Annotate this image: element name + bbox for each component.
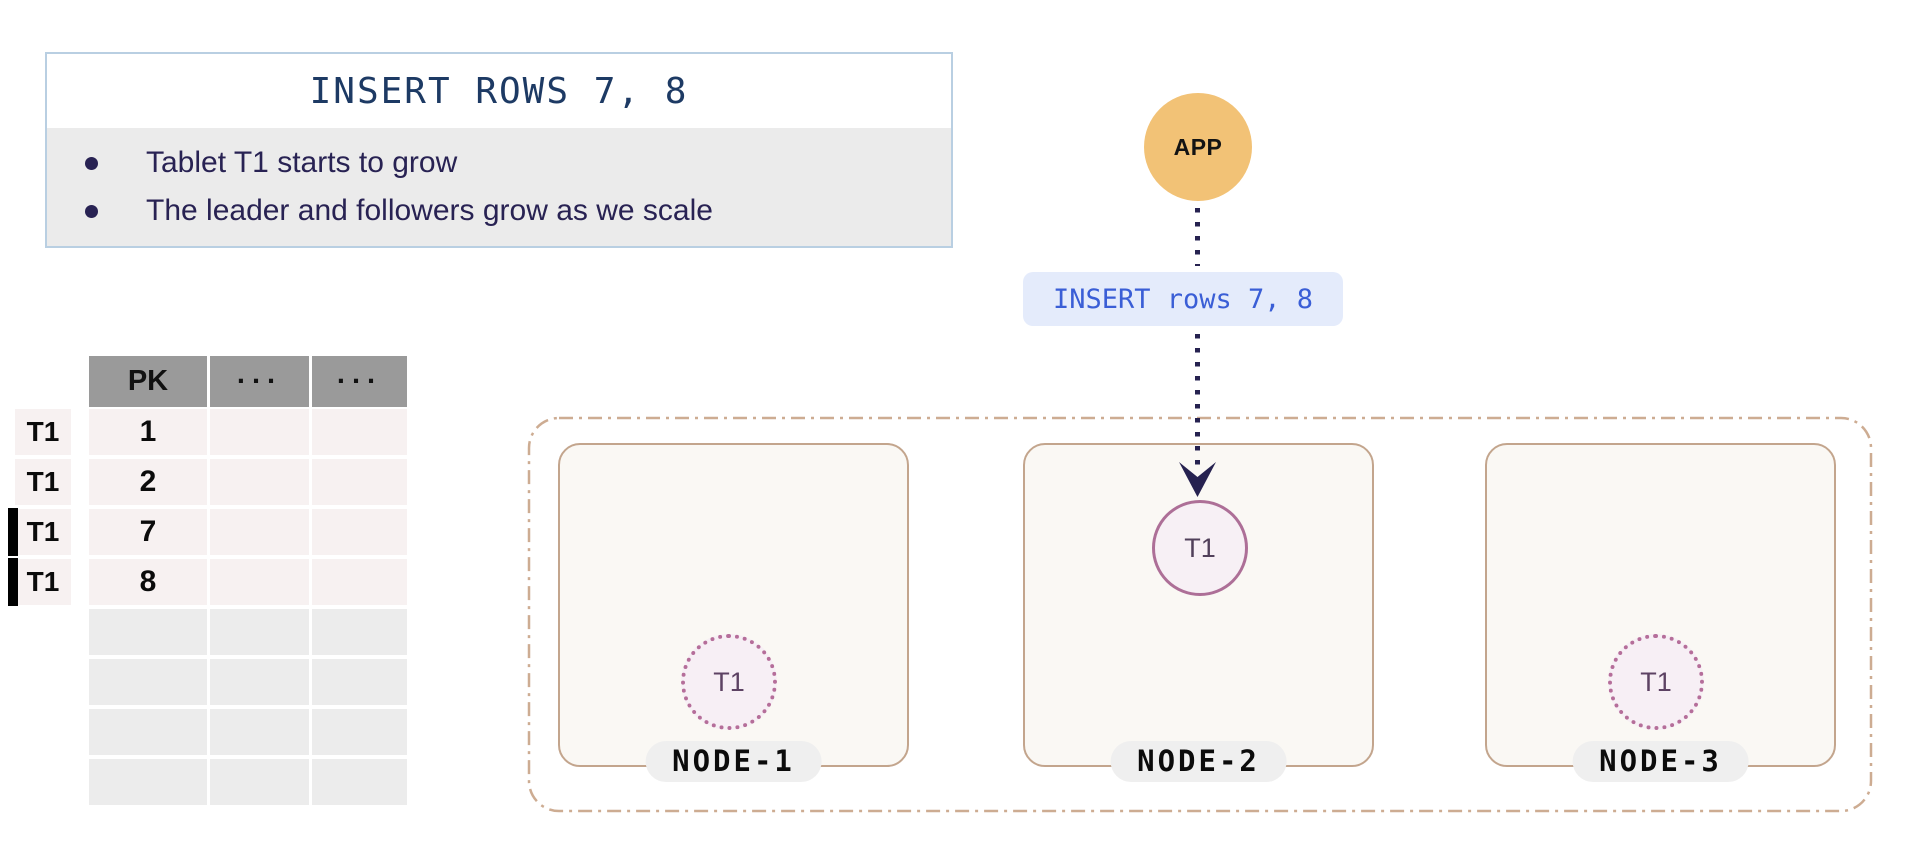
tablet-t1-follower: T1 [681, 634, 777, 730]
bullet-dot-icon [85, 204, 98, 218]
app-node: APP [1144, 93, 1252, 201]
data-cell [210, 409, 309, 455]
bullet-text: Tablet T1 starts to grow [146, 146, 458, 179]
column-header-pk: PK [89, 356, 207, 407]
table-header-spacer [15, 356, 89, 407]
insert-query-text: INSERT rows 7, 8 [1052, 283, 1314, 315]
table-row-empty [15, 759, 425, 805]
data-cell [312, 759, 407, 805]
pk-cell: 8 [89, 559, 207, 605]
data-cell [210, 709, 309, 755]
info-box: INSERT ROWS 7, 8 Tablet T1 starts to gro… [45, 52, 953, 248]
bullet-item: The leader and followers grow as we scal… [47, 194, 951, 228]
node-3-box: T1 NODE-3 [1485, 443, 1836, 782]
cluster-container: T1 NODE-1 T1 NODE-2 T1 NODE-3 [528, 417, 1873, 812]
data-cell [210, 559, 309, 605]
data-cell [210, 609, 309, 655]
table-header-row: PK ... ... [15, 356, 425, 407]
app-label: APP [1173, 133, 1223, 160]
pk-cell [89, 609, 207, 655]
pk-cell: 7 [89, 509, 207, 555]
pk-cell: 2 [89, 459, 207, 505]
tablet-tag: T1 [8, 558, 71, 606]
insert-query-label: INSERT rows 7, 8 [1023, 272, 1343, 326]
tablet-circle-label: T1 [1184, 532, 1216, 563]
node-1-label: NODE-1 [645, 741, 822, 782]
data-cell [210, 509, 309, 555]
data-cell [312, 459, 407, 505]
pk-cell: 1 [89, 409, 207, 455]
bullet-text: The leader and followers grow as we scal… [146, 194, 713, 227]
info-box-bullet-list: Tablet T1 starts to grow The leader and … [47, 128, 951, 246]
pk-cell [89, 709, 207, 755]
data-cell [312, 609, 407, 655]
data-cell [312, 509, 407, 555]
table-row: T1 2 [15, 459, 425, 505]
tablet-tag: T1 [15, 459, 71, 505]
node-1-box: T1 NODE-1 [558, 443, 909, 782]
node-2-label: NODE-2 [1110, 741, 1287, 782]
bullet-dot-icon [85, 156, 98, 170]
table-row: T1 1 [15, 409, 425, 455]
sample-table: PK ... ... T1 1 T1 2 T1 7 T1 8 [8, 356, 425, 809]
pk-cell [89, 659, 207, 705]
pk-cell [89, 759, 207, 805]
data-cell [210, 659, 309, 705]
tablet-tag: T1 [8, 508, 71, 556]
tablet-t1-leader: T1 [1152, 500, 1248, 596]
column-header-ellipsis: ... [312, 356, 407, 407]
tablet-circle-label: T1 [713, 666, 745, 697]
tablet-t1-follower: T1 [1608, 634, 1704, 730]
tablet-circle-label: T1 [1640, 666, 1672, 697]
data-cell [210, 459, 309, 505]
table-row-empty [15, 709, 425, 755]
table-row-empty [15, 659, 425, 705]
table-row-new: T1 7 [8, 508, 425, 556]
tablet-tag: T1 [15, 409, 71, 455]
data-cell [312, 409, 407, 455]
data-cell [312, 559, 407, 605]
node-3-label: NODE-3 [1572, 741, 1749, 782]
data-cell [210, 759, 309, 805]
data-cell [312, 659, 407, 705]
data-cell [312, 709, 407, 755]
node-2-box: T1 NODE-2 [1023, 443, 1374, 782]
info-box-title: INSERT ROWS 7, 8 [309, 70, 689, 112]
table-row-empty [15, 609, 425, 655]
bullet-item: Tablet T1 starts to grow [47, 146, 951, 180]
table-row-new: T1 8 [8, 558, 425, 606]
column-header-ellipsis: ... [210, 356, 309, 407]
